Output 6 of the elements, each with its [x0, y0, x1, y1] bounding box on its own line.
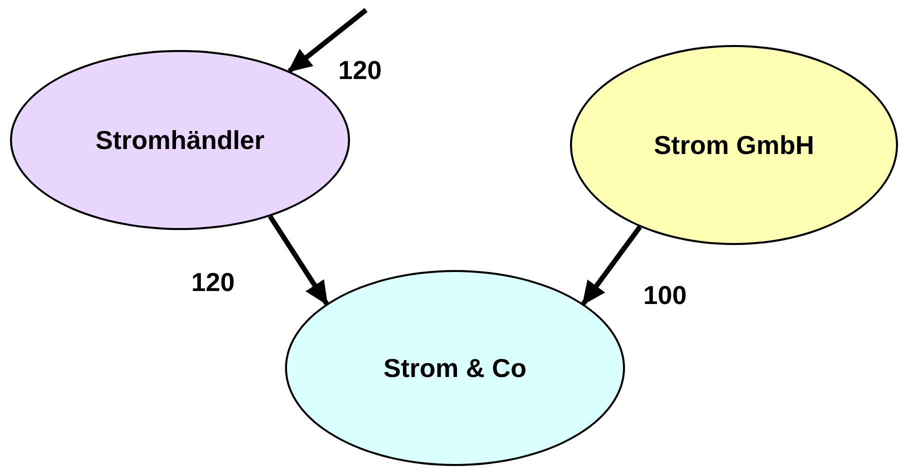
node-label: Strom GmbH [654, 128, 814, 162]
arrow [581, 225, 642, 306]
arrow [288, 8, 368, 73]
arrow [268, 214, 329, 306]
node-label: Stromhändler [95, 124, 265, 156]
node-label: Strom & Co [384, 352, 526, 384]
